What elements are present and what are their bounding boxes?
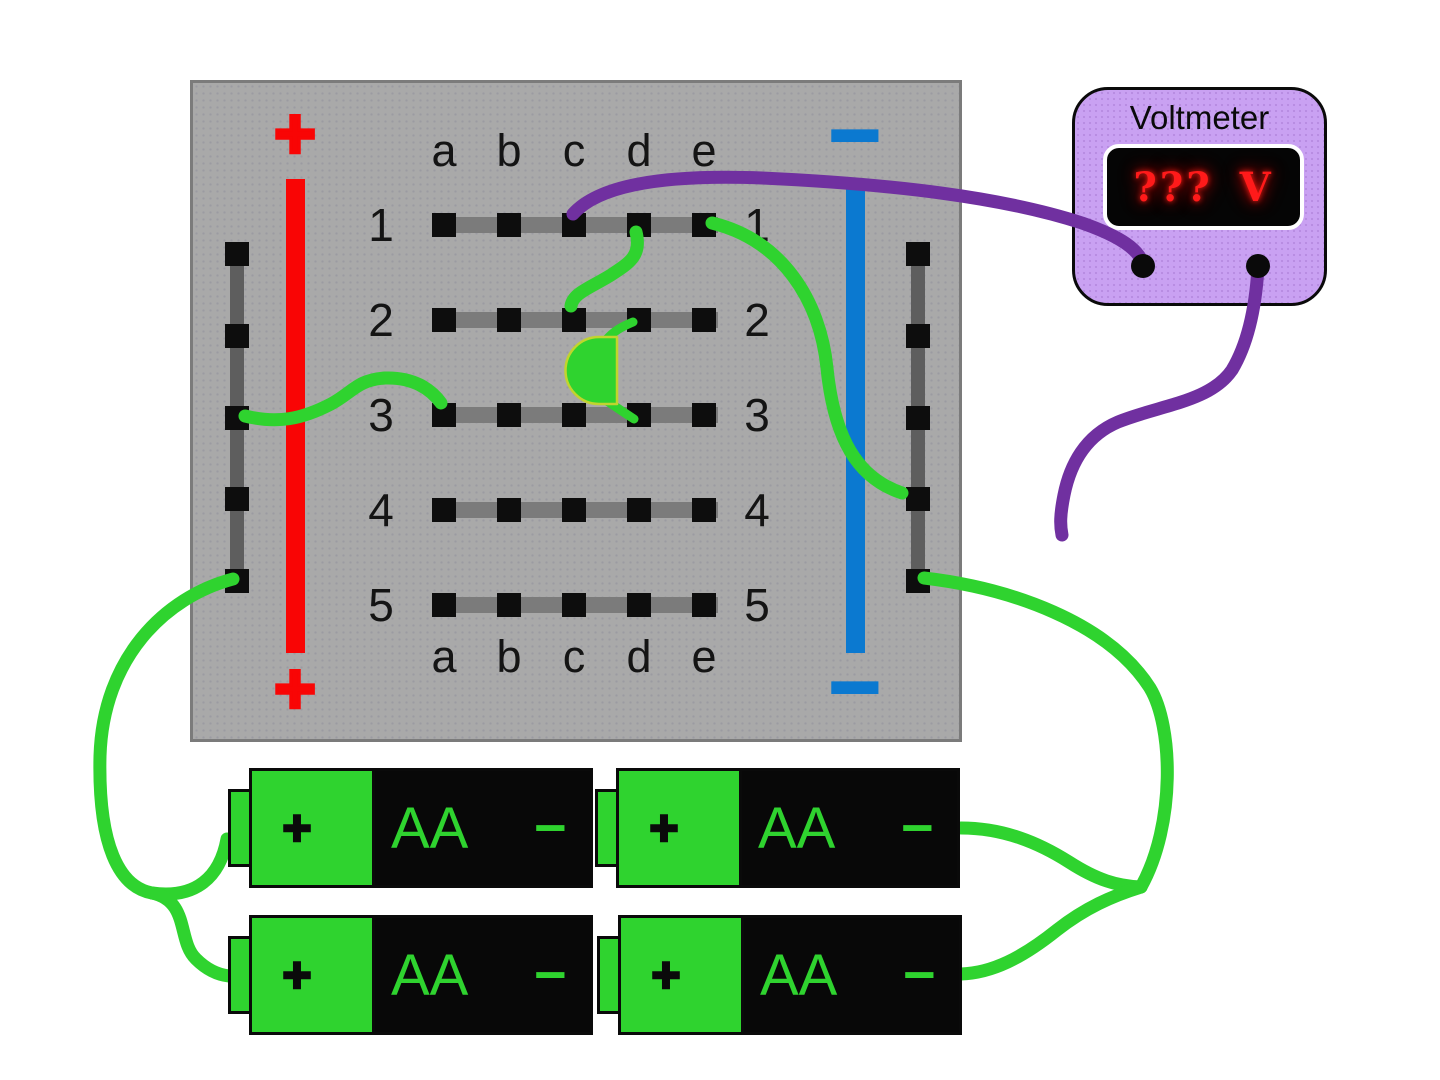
row-label-4-left: 4 — [368, 484, 394, 536]
col-label-d-top: d — [626, 125, 652, 176]
right-strip-contact-2 — [906, 324, 930, 348]
hole-e5 — [692, 593, 716, 617]
hole-a4 — [432, 498, 456, 522]
green-wire-junction-to-battery4-negative — [954, 880, 1148, 981]
battery-3-size-label: AA — [391, 942, 469, 1008]
battery-2: + AA − — [595, 768, 960, 888]
battery-3-positive-cap: + — [249, 915, 375, 1035]
green-wire-junction-to-battery1-positive — [145, 832, 234, 901]
hole-a5 — [432, 593, 456, 617]
col-label-a-bottom: a — [431, 631, 457, 682]
col-label-c-bottom: c — [562, 631, 586, 682]
col-label-c-top: c — [562, 125, 586, 176]
hole-d5 — [627, 593, 651, 617]
voltmeter-display: ??? V — [1103, 144, 1304, 230]
positive-rail-plus-top: + — [272, 92, 318, 176]
hole-d2 — [627, 308, 651, 332]
row-label-5-left: 5 — [368, 579, 394, 631]
negative-rail-minus-bottom: − — [828, 636, 882, 738]
hole-d3 — [627, 403, 651, 427]
battery-1-plus-symbol: + — [281, 799, 313, 858]
hole-b1 — [497, 213, 521, 237]
breadboard: + + − − a b c d e a b c d e 1 2 3 4 5 1 … — [190, 80, 962, 742]
hole-a1 — [432, 213, 456, 237]
hole-e3 — [692, 403, 716, 427]
battery-4: + AA − — [597, 915, 962, 1035]
left-strip-contact-4 — [225, 487, 249, 511]
hole-b4 — [497, 498, 521, 522]
battery-2-size-label: AA — [758, 795, 836, 861]
left-strip-contact-2 — [225, 324, 249, 348]
green-wire-junction-to-battery2-negative — [954, 821, 1148, 894]
row-label-1-left: 1 — [368, 199, 394, 251]
row-label-3-left: 3 — [368, 389, 394, 441]
hole-a3 — [432, 403, 456, 427]
hole-c4 — [562, 498, 586, 522]
battery-4-size-label: AA — [760, 942, 838, 1008]
hole-c5 — [562, 593, 586, 617]
hole-c1 — [562, 213, 586, 237]
hole-e1 — [692, 213, 716, 237]
row-label-3-right: 3 — [744, 389, 770, 441]
hole-e4 — [692, 498, 716, 522]
battery-3-plus-symbol: + — [281, 946, 313, 1005]
left-strip-contact-3 — [225, 406, 249, 430]
battery-2-positive-cap: + — [616, 768, 742, 888]
hole-a2 — [432, 308, 456, 332]
battery-2-plus-symbol: + — [648, 799, 680, 858]
battery-1-body: AA − — [372, 768, 593, 888]
col-label-b-top: b — [496, 125, 522, 176]
battery-3-minus-symbol: − — [533, 944, 567, 1006]
battery-1-size-label: AA — [391, 795, 469, 861]
hole-e2 — [692, 308, 716, 332]
col-label-e-top: e — [691, 125, 717, 176]
right-strip-contact-4 — [906, 487, 930, 511]
battery-4-positive-cap: + — [618, 915, 744, 1035]
hole-d4 — [627, 498, 651, 522]
col-label-a-top: a — [431, 125, 457, 176]
hole-d1 — [627, 213, 651, 237]
positive-rail-bar — [286, 179, 305, 653]
battery-2-minus-symbol: − — [900, 797, 934, 859]
battery-2-body: AA − — [739, 768, 960, 888]
right-strip-contact-3 — [906, 406, 930, 430]
row-label-4-right: 4 — [744, 484, 770, 536]
green-wire-junction-to-battery3-positive — [145, 886, 236, 983]
right-strip-contact-5 — [906, 569, 930, 593]
negative-rail-minus-top: − — [828, 84, 882, 186]
hole-c2 — [562, 308, 586, 332]
left-strip-contact-1 — [225, 242, 249, 266]
battery-4-minus-symbol: − — [902, 944, 936, 1006]
col-label-b-bottom: b — [496, 631, 522, 682]
purple-wire-voltmeter-free-end — [1054, 261, 1265, 542]
row-label-1-right: 1 — [744, 199, 770, 251]
battery-4-body: AA − — [741, 915, 962, 1035]
voltmeter-title: Voltmeter — [1129, 99, 1270, 136]
hole-b2 — [497, 308, 521, 332]
right-strip-contact-1 — [906, 242, 930, 266]
left-strip-contact-5 — [225, 569, 249, 593]
battery-4-positive-terminal — [597, 936, 621, 1014]
negative-rail-bar — [846, 179, 865, 653]
hole-b5 — [497, 593, 521, 617]
col-label-d-bottom: d — [626, 631, 652, 682]
battery-1-minus-symbol: − — [533, 797, 567, 859]
col-label-e-bottom: e — [691, 631, 717, 682]
voltmeter-reading: ??? V — [1133, 163, 1274, 211]
battery-1-positive-cap: + — [249, 768, 375, 888]
row-label-5-right: 5 — [744, 579, 770, 631]
hole-c3 — [562, 403, 586, 427]
hole-b3 — [497, 403, 521, 427]
row-label-2-right: 2 — [744, 294, 770, 346]
battery-4-plus-symbol: + — [650, 946, 682, 1005]
positive-rail-plus-bottom: + — [272, 647, 318, 731]
battery-3: + AA − — [228, 915, 593, 1035]
battery-3-body: AA − — [372, 915, 593, 1035]
battery-1: + AA − — [228, 768, 593, 888]
voltmeter: Voltmeter ??? V — [1072, 87, 1327, 306]
row-label-2-left: 2 — [368, 294, 394, 346]
